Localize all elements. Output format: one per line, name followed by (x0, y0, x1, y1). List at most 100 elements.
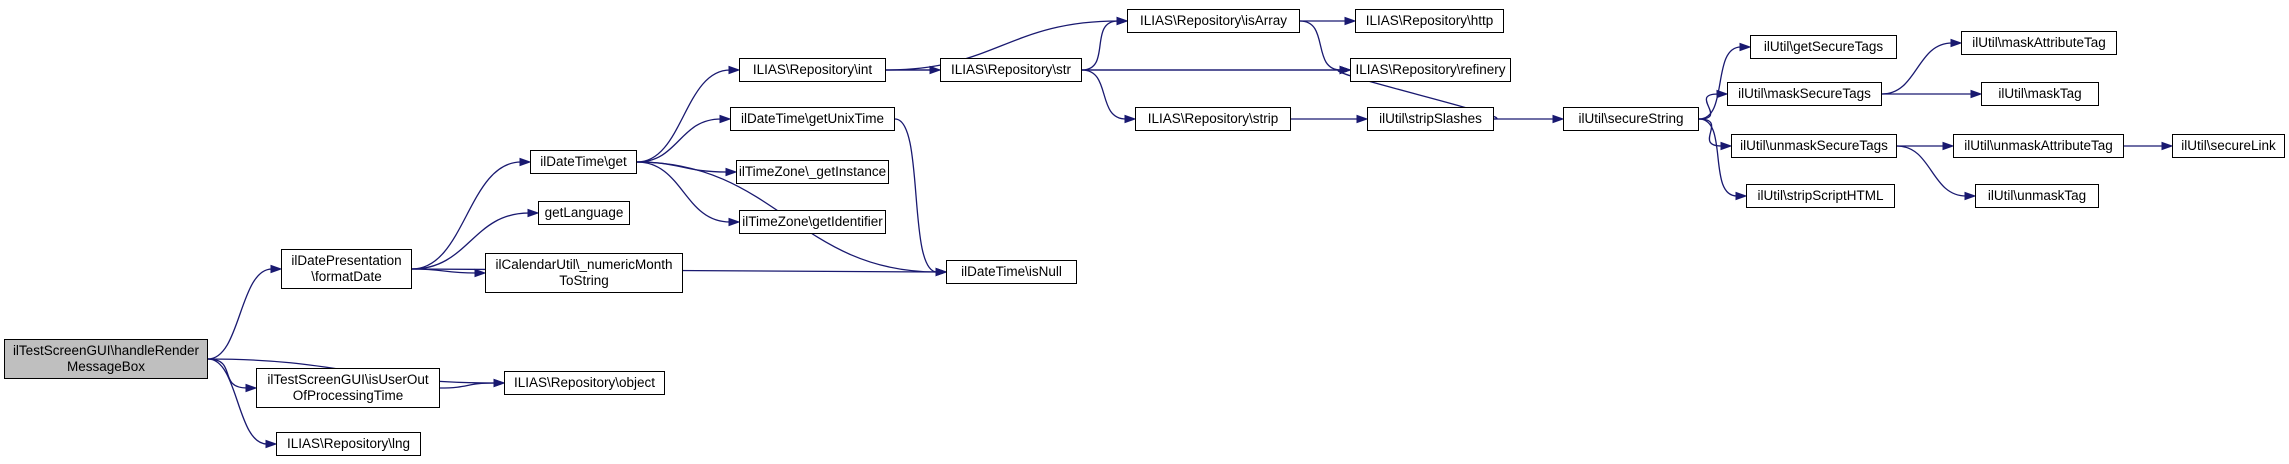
arrowhead (1970, 89, 1983, 99)
node-get-language[interactable]: getLanguage (538, 201, 630, 225)
node-label-line: OfProcessingTime (292, 388, 404, 403)
edge-isUserOut-to-object (439, 382, 496, 389)
node-label-line: ilUtil\unmaskAttributeTag (1964, 138, 2113, 153)
arrowhead (728, 65, 741, 75)
node-mask-attribute-tag[interactable]: ilUtil\maskAttributeTag (1961, 31, 2117, 55)
node-label-line: ilDateTime\get (540, 154, 627, 169)
node-is-array[interactable]: ILIAS\Repository\isArray (1127, 9, 1300, 33)
node-label-line: ilUtil\getSecureTags (1763, 39, 1884, 54)
node-label-line: ToString (559, 273, 609, 288)
edge-secureString-to-stripScriptHTML (1698, 118, 1738, 197)
arrowhead (1720, 141, 1733, 151)
node-label-line: ILIAS\Repository\str (950, 62, 1072, 77)
arrowhead (519, 157, 532, 167)
node-lng[interactable]: ILIAS\Repository\lng (276, 432, 421, 456)
arrowhead (719, 114, 732, 124)
arrowhead (1950, 38, 1963, 48)
node-unmask-secure-tags[interactable]: ilUtil\unmaskSecureTags (1731, 134, 1897, 158)
node-label-line: ilUtil\maskAttributeTag (1972, 35, 2106, 50)
node-strip-slashes[interactable]: ilUtil\stripSlashes (1367, 107, 1494, 131)
node-label-line: ilTestScreenGUI\handleRender (12, 343, 200, 358)
node-label-line: ilUtil\unmaskTag (1987, 188, 2087, 203)
node-label-line: ILIAS\Repository\isArray (1139, 13, 1288, 28)
edge-root-to-lng (207, 358, 268, 445)
node-strip[interactable]: ILIAS\Repository\strip (1135, 107, 1291, 131)
edge-formatDate-to-dateGet (411, 161, 522, 270)
node-repo-str[interactable]: ILIAS\Repository\str (940, 58, 1082, 82)
node-label-line: ilDatePresentation (291, 253, 402, 268)
node-get-unix-time[interactable]: ilDateTime\getUnixTime (730, 107, 895, 131)
node-label-line: \formatDate (311, 269, 382, 284)
node-unmask-tag[interactable]: ilUtil\unmaskTag (1975, 184, 2099, 208)
node-label-line: ilDateTime\isNull (961, 264, 1062, 279)
node-get-identifier[interactable]: ilTimeZone\getIdentifier (739, 210, 886, 234)
edge-repoStr-to-isArray (1081, 20, 1119, 71)
arrowhead (270, 264, 283, 274)
arrowhead (1942, 141, 1955, 151)
edge-secureString-to-maskSecureTags (1698, 93, 1719, 120)
arrowhead (728, 217, 741, 227)
node-get-instance[interactable]: ilTimeZone\_getInstance (736, 160, 889, 184)
arrowhead (527, 208, 540, 218)
arrowhead (474, 268, 487, 278)
node-label-line: ILIAS\Repository\int (752, 62, 873, 77)
node-unmask-attribute-tag[interactable]: ilUtil\unmaskAttributeTag (1953, 134, 2124, 158)
node-strip-script-h-t-m-l[interactable]: ilUtil\stripScriptHTML (1746, 184, 1895, 208)
node-object[interactable]: ILIAS\Repository\object (504, 371, 665, 395)
edge-isArray-to-refinery (1299, 20, 1342, 71)
node-is-null[interactable]: ilDateTime\isNull (946, 260, 1077, 284)
node-secure-string[interactable]: ilUtil\secureString (1563, 107, 1699, 131)
node-label-line: ilUtil\maskSecureTags (1738, 86, 1871, 101)
arrowhead (1339, 65, 1352, 75)
edge-formatDate-to-getLanguage (411, 212, 530, 270)
node-label-line: ILIAS\Repository\lng (286, 436, 411, 451)
node-label-line: ilCalendarUtil\_numericMonth (495, 257, 673, 272)
arrowhead (1735, 191, 1748, 201)
node-refinery[interactable]: ILIAS\Repository\refinery (1350, 58, 1511, 82)
arrowhead (493, 378, 506, 388)
node-format-date[interactable]: ilDatePresentation\formatDate (281, 249, 412, 289)
node-label-line: MessageBox (66, 359, 146, 374)
node-label-line: ilTimeZone\getIdentifier (742, 214, 883, 229)
edge-repoStr-to-strip (1081, 69, 1127, 120)
node-label-line: ilTestScreenGUI\isUserOut (267, 372, 429, 387)
node-secure-link[interactable]: ilUtil\secureLink (2172, 134, 2285, 158)
node-label-line: ILIAS\Repository\strip (1147, 111, 1279, 126)
arrowhead (1116, 16, 1129, 26)
edge-repoInt-to-isArray (885, 20, 1119, 71)
node-get-secure-tags[interactable]: ilUtil\getSecureTags (1750, 35, 1897, 59)
edge-getUnixTime-to-isNull (894, 118, 938, 273)
arrowhead (1739, 42, 1752, 52)
edge-unmaskSecureTags-to-unmaskTag (1896, 145, 1967, 197)
edge-maskSecureTags-to-maskAttributeTag (1881, 42, 1953, 95)
edge-dateGet-to-getUnixTime (636, 118, 722, 163)
node-mask-tag[interactable]: ilUtil\maskTag (1981, 82, 2099, 106)
edge-secureString-to-unmaskSecureTags (1698, 118, 1723, 147)
node-label-line: ilUtil\secureString (1578, 111, 1684, 126)
node-repo-int[interactable]: ILIAS\Repository\int (739, 58, 886, 82)
node-mask-secure-tags[interactable]: ilUtil\maskSecureTags (1727, 82, 1882, 106)
arrowhead (1964, 191, 1977, 201)
arrowhead (265, 439, 278, 449)
node-date-get[interactable]: ilDateTime\get (530, 150, 637, 174)
edge-secureString-to-getSecureTags (1698, 46, 1742, 120)
node-label-line: ILIAS\Repository\http (1365, 13, 1494, 28)
node-label-line: ilUtil\unmaskSecureTags (1740, 138, 1888, 153)
edge-dateGet-to-getIdentifier (636, 161, 731, 223)
edge-root-to-isUserOut (207, 358, 248, 389)
node-label-line: ilUtil\maskTag (1998, 86, 2082, 101)
node-label-line: ilDateTime\getUnixTime (740, 111, 885, 126)
arrowhead (1124, 114, 1137, 124)
node-label-line: ilTimeZone\_getInstance (738, 164, 887, 179)
edge-root-to-formatDate (207, 268, 273, 360)
node-label-line: ilUtil\stripSlashes (1379, 111, 1482, 126)
arrowhead (1344, 16, 1357, 26)
arrowhead (1716, 89, 1729, 99)
arrowhead (1356, 114, 1369, 124)
node-label-line: ILIAS\Repository\refinery (1355, 62, 1506, 77)
node-http[interactable]: ILIAS\Repository\http (1355, 9, 1504, 33)
arrowhead (245, 383, 258, 393)
